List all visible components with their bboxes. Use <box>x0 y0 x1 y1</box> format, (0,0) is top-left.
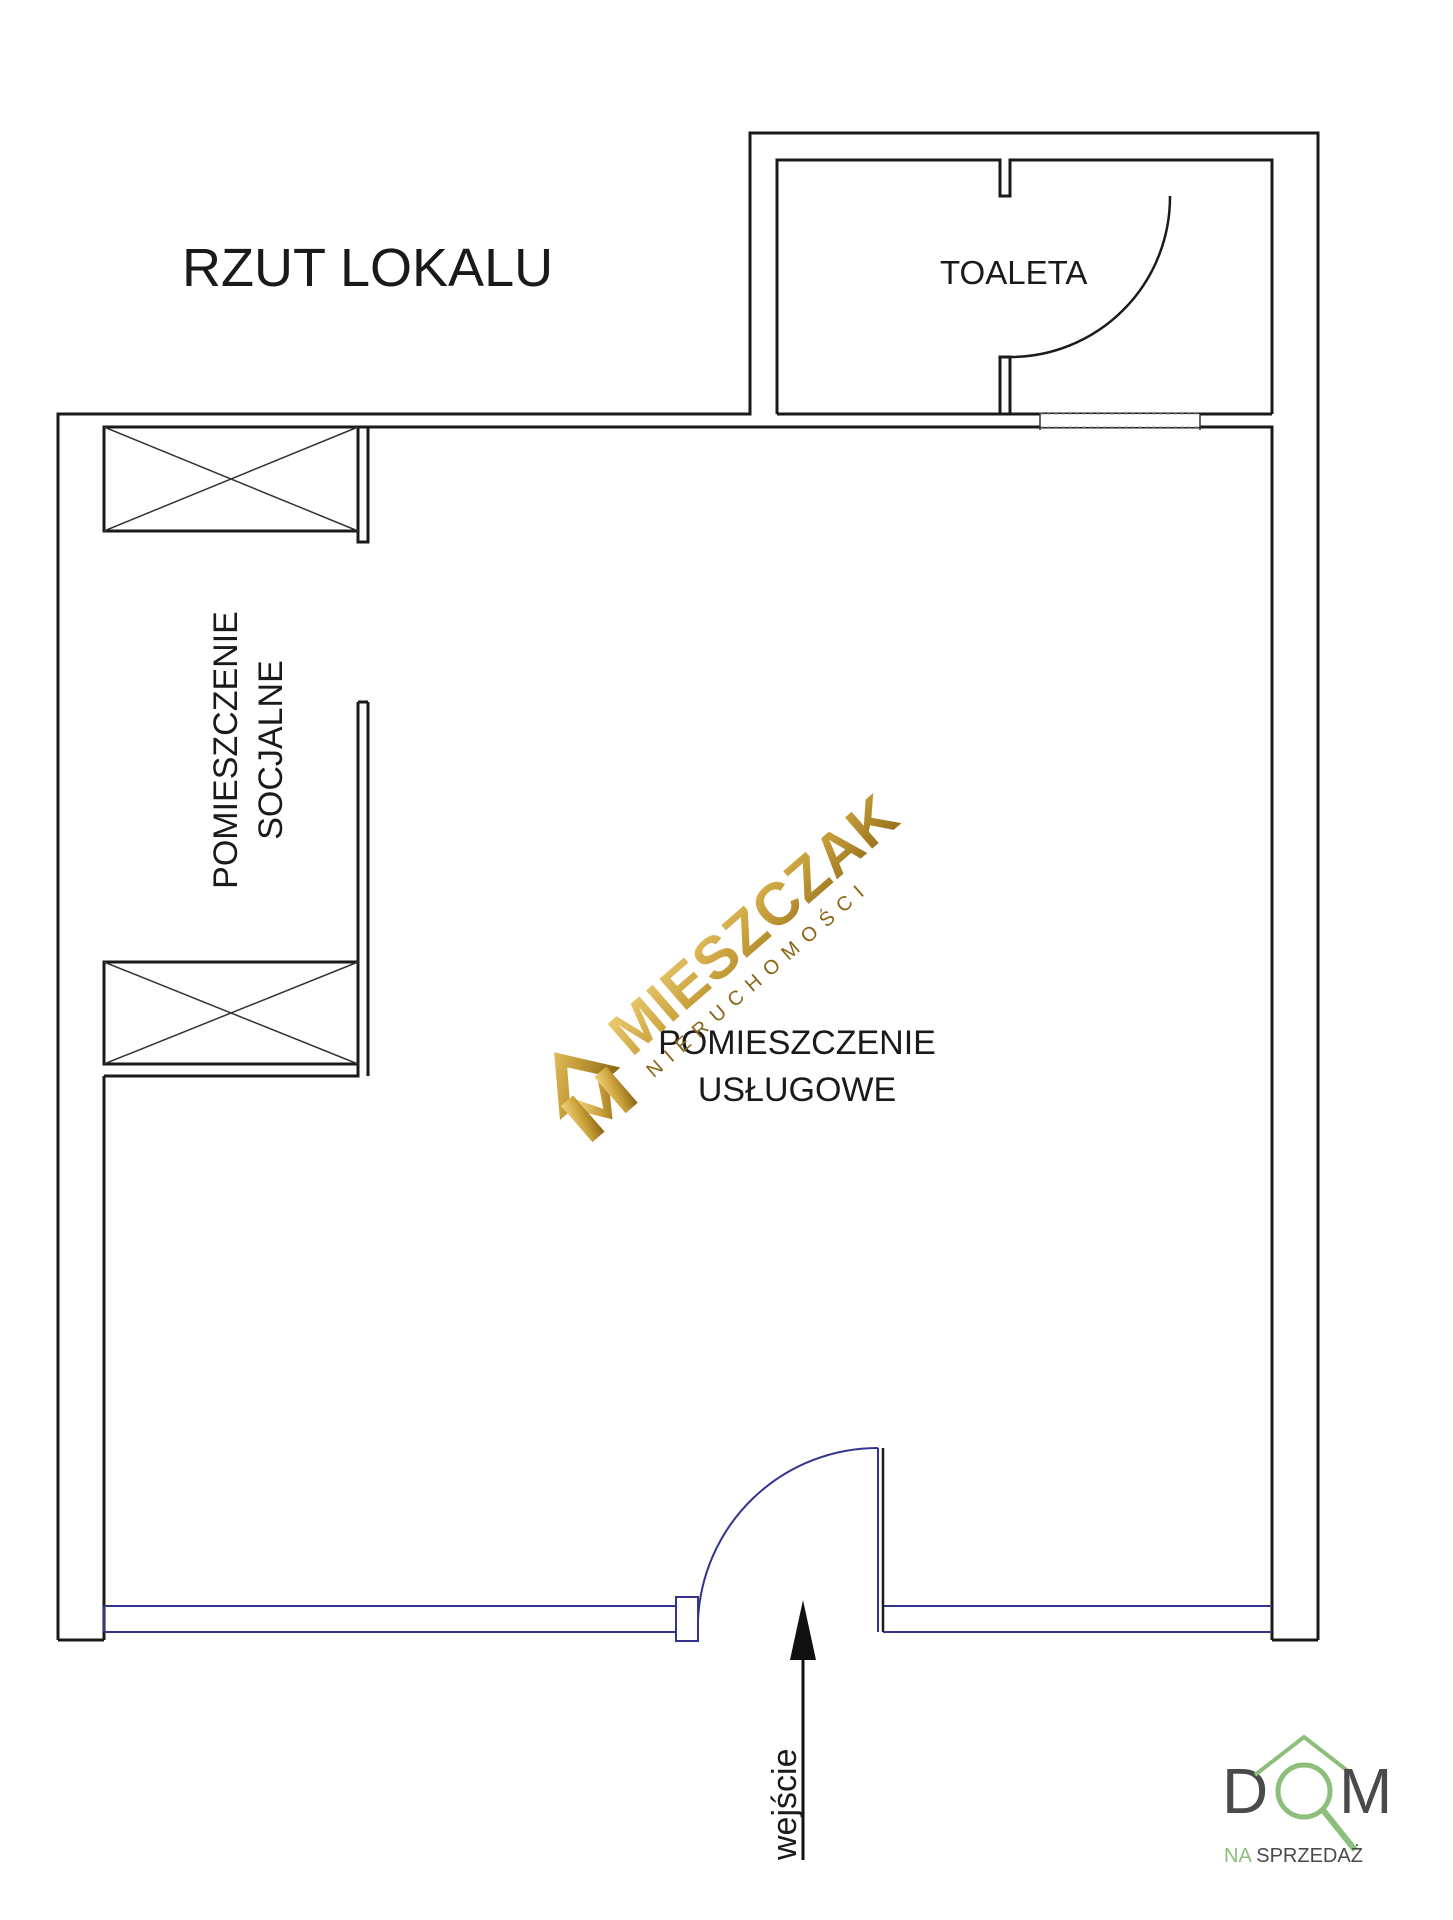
social-room-label-line1: POMIESZCZENIE <box>207 611 245 889</box>
logo-tagline: NA SPRZEDAŻ <box>1224 1844 1363 1867</box>
plan-title: RZUT LOKALU <box>182 238 553 298</box>
logo-letter-d: D <box>1222 1755 1268 1827</box>
social-room-label-line2: SOCJALNE <box>252 660 290 840</box>
toilet-door-arc <box>1009 195 1172 359</box>
service-room-label-line2: USŁUGOWE <box>698 1071 896 1109</box>
house-logo-icon <box>554 1052 638 1143</box>
logo-letter-m: M <box>1339 1755 1392 1827</box>
entrance-label: wejście <box>766 1749 804 1861</box>
entrance-arrow <box>790 1600 816 1860</box>
house-magnifier-icon <box>1253 1734 1358 1852</box>
front-glazing <box>103 1448 1272 1642</box>
logo-tagline-part2: SPRZEDAŻ <box>1256 1844 1363 1867</box>
outer-walls <box>56 131 1320 1642</box>
dom-na-sprzedaz-logo: D M NA SPRZEDAŻ <box>1222 1734 1392 1867</box>
logo-tagline-part1: NA <box>1224 1845 1252 1867</box>
entrance-door-arc <box>697 1446 879 1621</box>
social-room-partition <box>102 425 370 1078</box>
service-room-label-line1: POMIESZCZENIE <box>658 1024 936 1062</box>
entrance-label-text: wejście <box>766 1749 804 1861</box>
toilet-vent-grille <box>1039 413 1201 430</box>
toilet-label: TOALETA <box>940 254 1087 291</box>
social-room-label: POMIESZCZENIE SOCJALNE <box>207 611 290 889</box>
